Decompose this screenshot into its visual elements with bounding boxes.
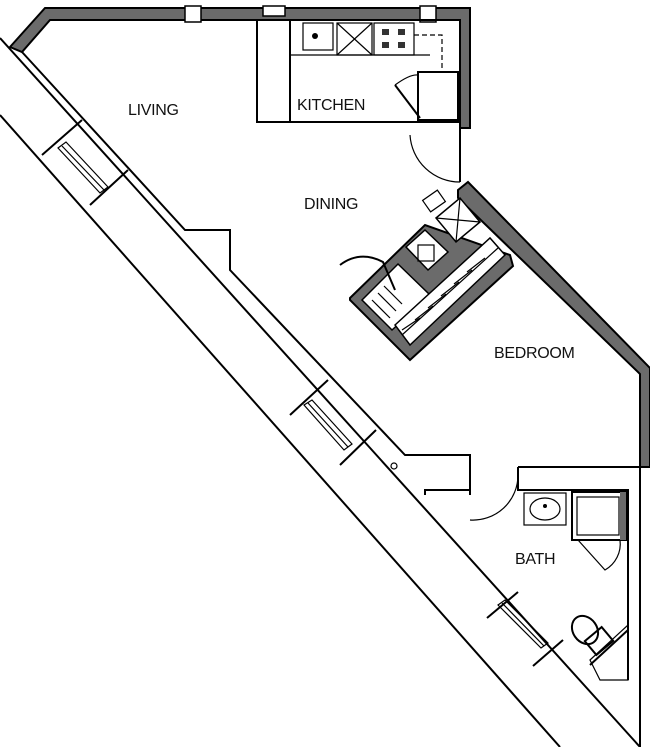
dishwasher-icon: [336, 22, 373, 56]
bedroom-label: BEDROOM: [494, 345, 575, 362]
kitchen-label: KITCHEN: [297, 97, 365, 114]
bath: BATH: [515, 491, 629, 681]
range-cooktop-icon: [373, 22, 415, 56]
exterior-walls: [8, 5, 650, 468]
window-living: [57, 141, 109, 194]
vent-icon: [589, 623, 629, 681]
toilet-icon: [570, 614, 615, 657]
kitchen: KITCHEN: [256, 19, 461, 123]
bedroom-bath-wall: [469, 466, 650, 747]
refrigerator-icon: [394, 71, 459, 121]
kitchen-door: [409, 128, 461, 183]
living-label: LIVING: [128, 102, 179, 119]
window-bedroom: [303, 399, 353, 451]
dining-label: DINING: [304, 196, 358, 213]
closet-rod-hatching: [371, 247, 499, 336]
diagonal-exterior-wall: [0, 37, 641, 747]
kitchen-sink-icon: [302, 22, 334, 51]
windows: [57, 141, 549, 649]
bathroom-sink-icon: [523, 492, 567, 526]
bath-label: BATH: [515, 551, 555, 568]
closet-block: [339, 189, 515, 362]
window-bath: [497, 599, 549, 649]
shower-icon: [571, 491, 627, 571]
